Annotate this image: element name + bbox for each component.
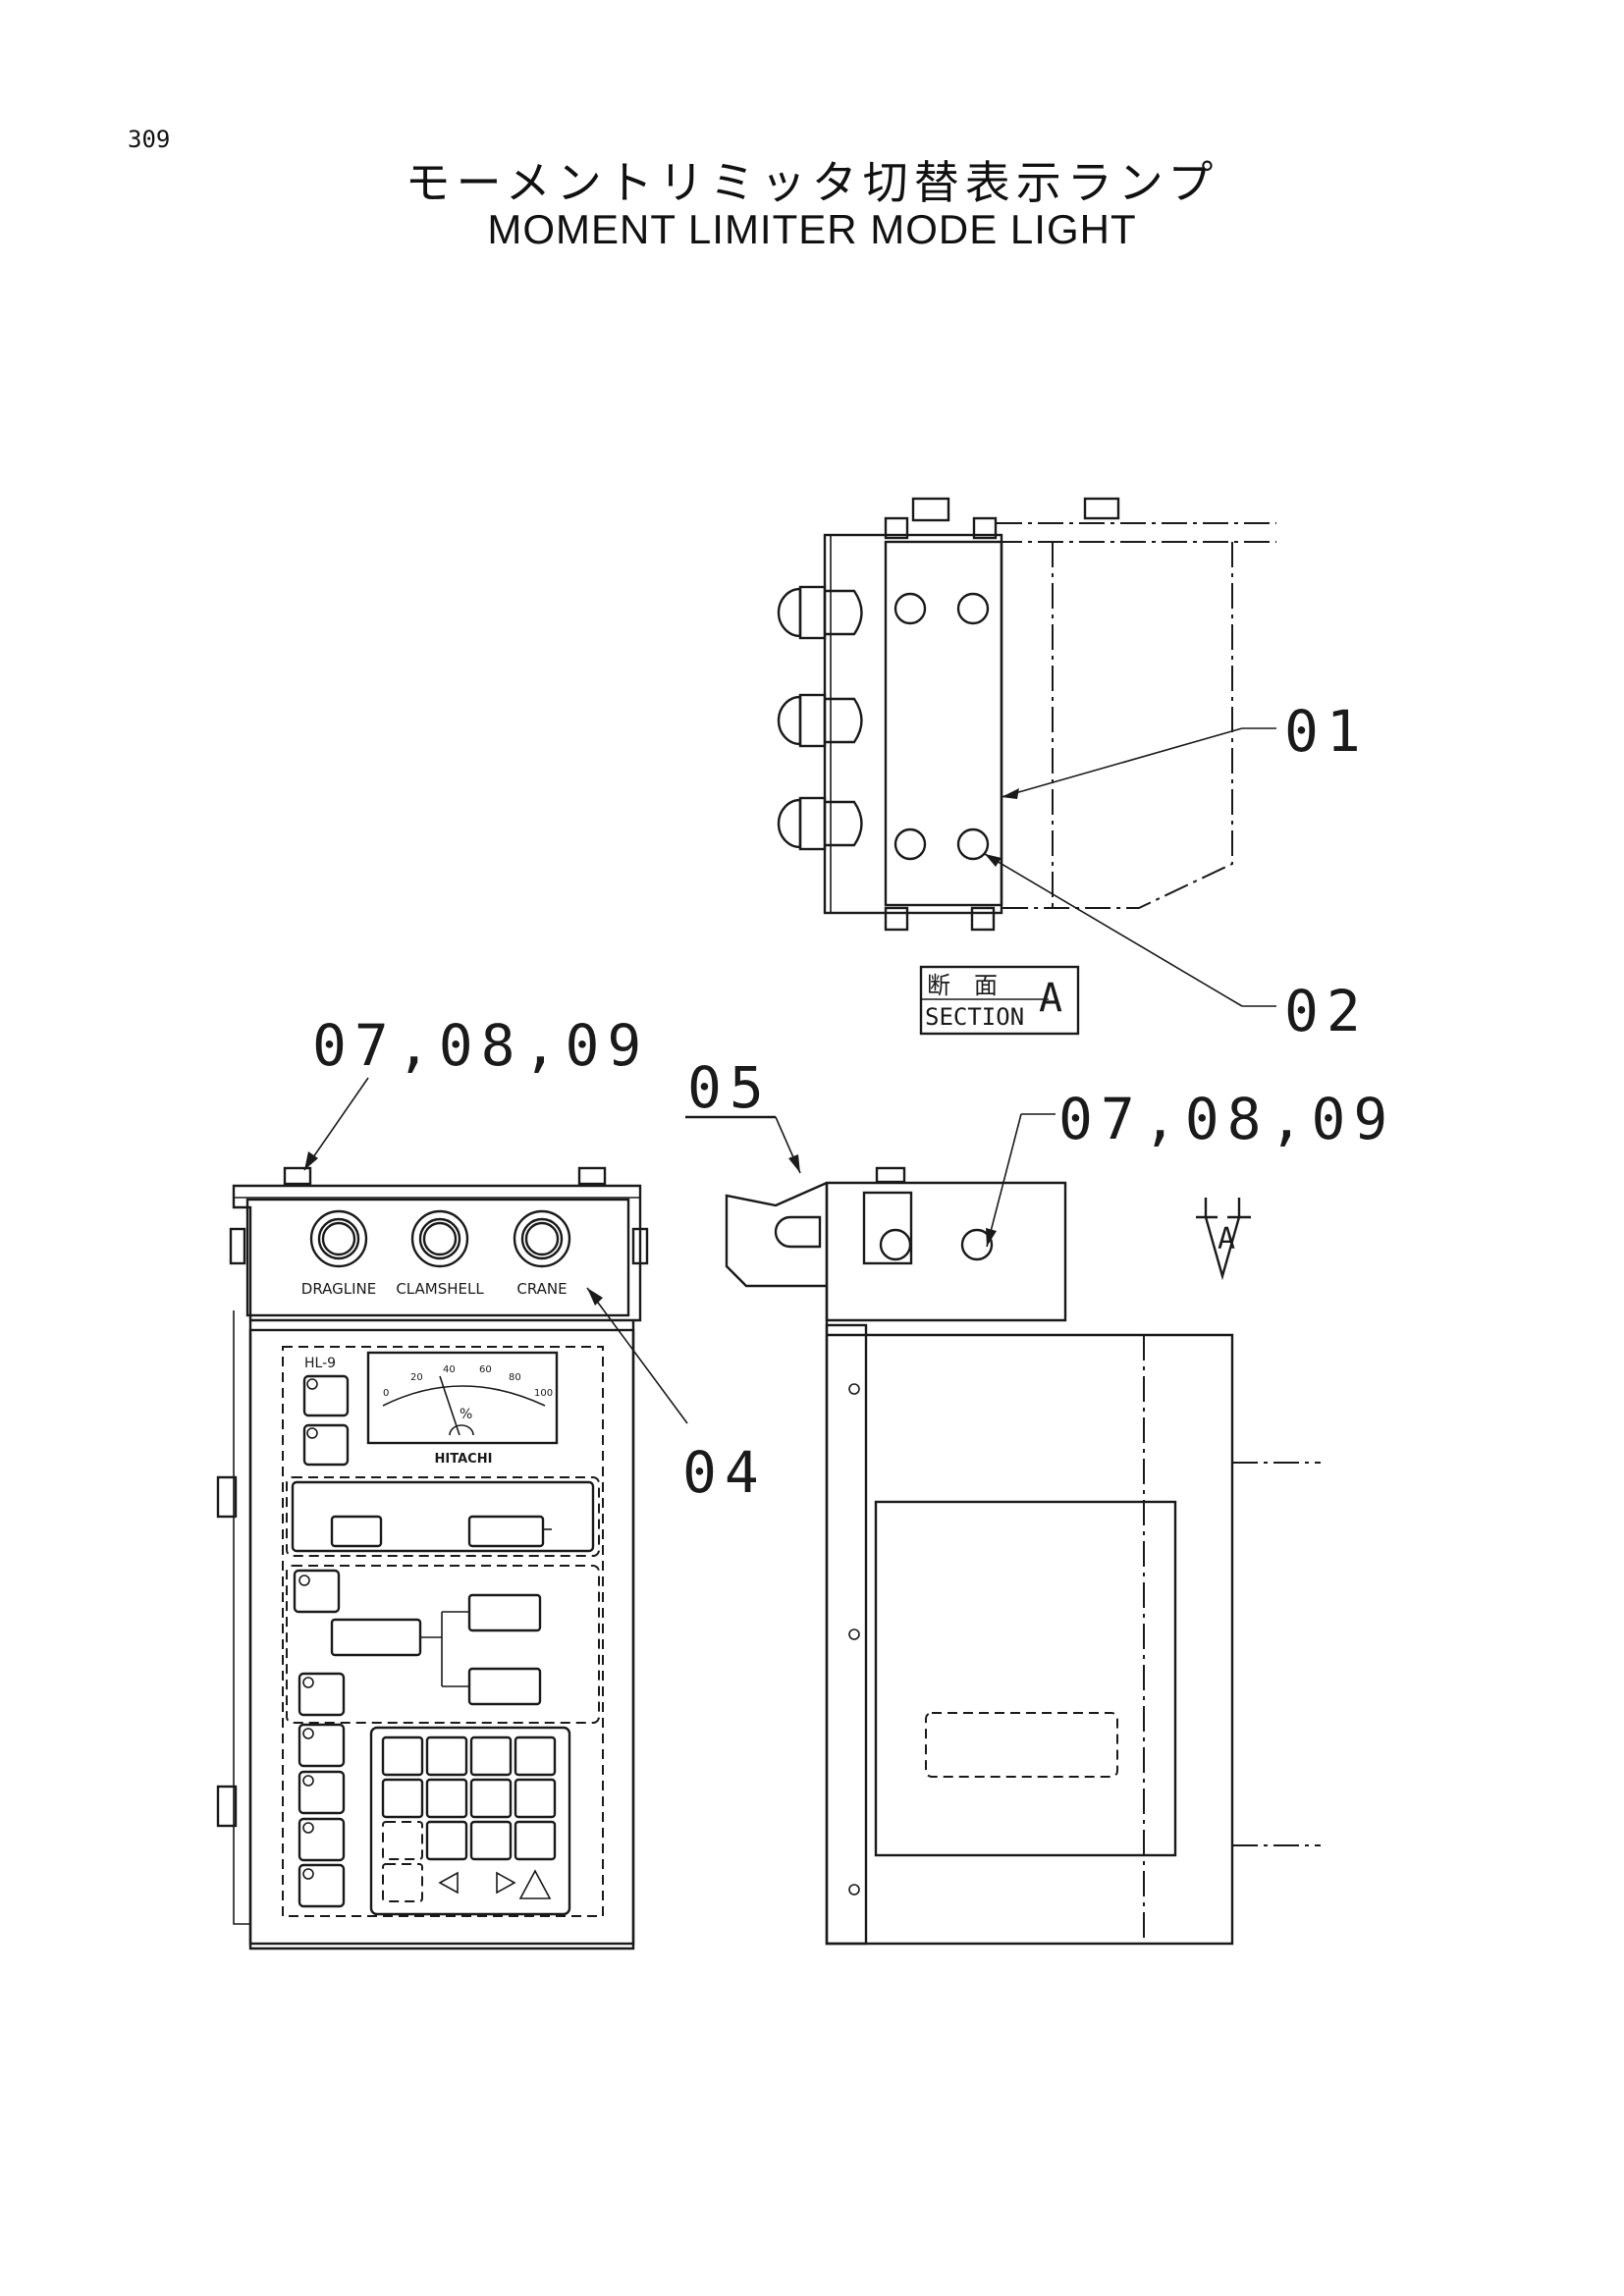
lamp-dragline: DRAGLINE — [301, 1209, 376, 1298]
lamp-clamshell: CLAMSHELL — [396, 1209, 484, 1298]
gauge-tick-0: 0 — [383, 1388, 389, 1399]
gauge-tick-20: 20 — [410, 1372, 423, 1383]
section-letter: A — [1039, 976, 1062, 1021]
leader-01 — [1001, 727, 1243, 798]
section-a-view — [777, 497, 1276, 1007]
keypad — [369, 1726, 571, 1916]
controller-face — [282, 1346, 604, 1917]
section-word: SECTION — [925, 1003, 1024, 1031]
gauge-unit: % — [460, 1407, 472, 1422]
view-arrow-a: A — [1196, 1198, 1251, 1281]
view-arrow-letter: A — [1218, 1222, 1235, 1256]
controller-body: HL-9 0 20 40 60 80 100 % HITACHI — [216, 1310, 635, 1950]
page-number: 309 — [128, 126, 171, 153]
mount-hole — [893, 592, 927, 625]
lamp-crane: CRANE — [513, 1209, 571, 1298]
side-view-bracket — [725, 1166, 1067, 1322]
label-clamshell: CLAMSHELL — [396, 1280, 484, 1298]
callout-07-08-09-left: 07,08,09 — [312, 1012, 649, 1079]
mount-hole — [893, 828, 927, 861]
callout-01: 01 — [1284, 698, 1369, 765]
gauge-tick-80: 80 — [509, 1372, 521, 1383]
side-view-cab — [825, 1320, 1321, 1946]
bolt-top — [884, 497, 1120, 540]
gauge-tick-100: 100 — [534, 1388, 553, 1399]
callout-07-08-09-right: 07,08,09 — [1058, 1086, 1395, 1152]
title-english: MOMENT LIMITER MODE LIGHT — [487, 206, 1137, 252]
label-dragline: DRAGLINE — [301, 1280, 376, 1298]
label-crane: CRANE — [516, 1280, 567, 1298]
leader-04 — [586, 1287, 688, 1424]
callout-05: 05 — [687, 1054, 772, 1121]
load-gauge — [366, 1351, 559, 1445]
leader-07-right — [986, 1113, 1022, 1248]
gauge-tick-40: 40 — [443, 1364, 456, 1375]
callout-02: 02 — [1284, 978, 1369, 1044]
brand-label: HITACHI — [435, 1452, 493, 1467]
bolt-bottom — [884, 906, 996, 932]
lamp-profile-2 — [777, 693, 863, 748]
callout-04: 04 — [682, 1439, 767, 1506]
gauge-tick-60: 60 — [479, 1364, 492, 1375]
model-label: HL-9 — [304, 1356, 336, 1371]
side-hole — [960, 1228, 994, 1261]
lamp-profile-3 — [777, 796, 863, 851]
mount-hole — [956, 828, 990, 861]
side-hole — [879, 1228, 912, 1261]
leader-02 — [984, 853, 1243, 1007]
lamp-profile-1 — [777, 585, 863, 640]
section-label: 断 面 A SECTION — [919, 965, 1080, 1036]
mount-hole — [956, 592, 990, 625]
leader-07-left — [303, 1077, 369, 1171]
keypad-keys — [381, 1735, 557, 1902]
mounting-plate-01 — [884, 540, 1003, 907]
section-kanji: 断 面 — [927, 972, 998, 999]
cab-outline — [997, 522, 1276, 909]
title-japanese: モーメントリミッタ切替表示ランプ — [405, 156, 1219, 209]
